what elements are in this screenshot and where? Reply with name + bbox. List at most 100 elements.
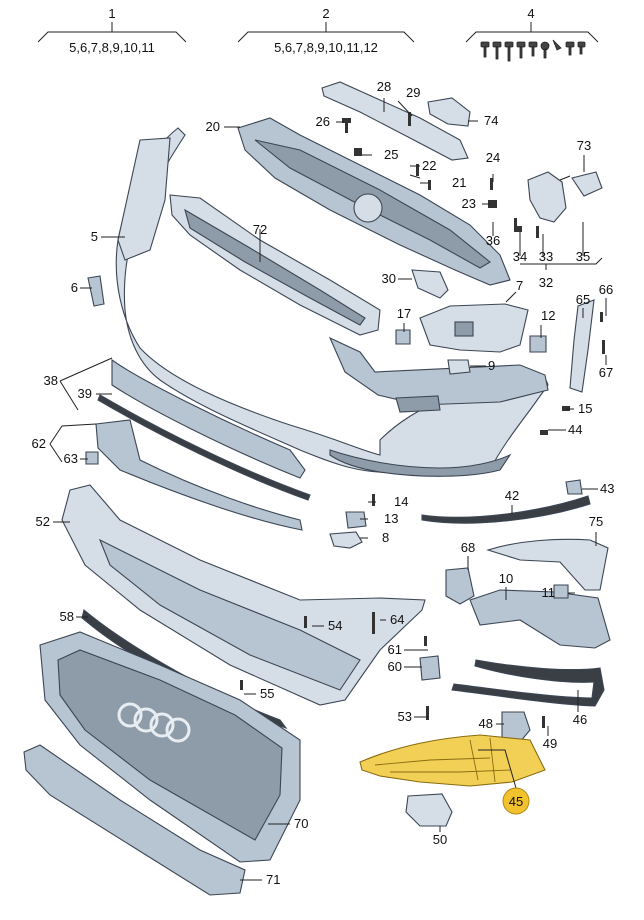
grille-10 [469,589,611,649]
label-45: 45 [509,794,523,809]
side-bracket-5 [117,137,171,261]
label-46: 46 [573,712,587,727]
clip-63 [85,451,99,465]
group-2-contents: 5,6,7,8,9,10,11,12 [274,40,378,55]
label-74: 74 [484,113,498,128]
label-63: 63 [64,451,78,466]
label-23: 23 [462,196,476,211]
label-8: 8 [382,530,389,545]
grille-carrier-20 [237,117,511,286]
label-34: 34 [513,249,527,264]
clip-6 [87,275,105,307]
label-22: 22 [422,158,436,173]
group-4-number: 4 [527,6,534,21]
label-21: 21 [452,175,466,190]
label-20: 20 [206,119,220,134]
underbody-panel-52 [61,484,426,706]
label-53: 53 [398,709,412,724]
label-73: 73 [577,138,591,153]
label-54: 54 [328,618,342,633]
label-71: 71 [266,872,280,887]
label-65: 65 [576,292,590,307]
label-70: 70 [294,816,308,831]
insert-75 [486,538,609,591]
bracket-65 [569,299,595,393]
label-61: 61 [388,642,402,657]
label-38: 38 [44,373,58,388]
label-64: 64 [390,612,404,627]
label-7: 7 [516,278,523,293]
label-6: 6 [71,280,78,295]
group-header-1: 1 5,6,7,8,9,10,11 [37,6,187,55]
brand-rings-icon [117,702,191,743]
highlighted-part-45 [359,734,546,787]
label-26: 26 [316,114,330,129]
label-50: 50 [433,832,447,847]
label-12: 12 [541,308,555,323]
part-labels: 5 6 7 8 9 10 11 12 13 14 15 17 20 21 22 … [32,79,615,887]
bracket-60 [419,655,441,681]
label-24: 24 [486,150,500,165]
label-48: 48 [479,716,493,731]
holder-13 [345,511,367,529]
clip-11 [553,584,569,599]
label-5: 5 [91,229,98,244]
label-49: 49 [543,736,557,751]
group-header-2: 2 5,6,7,8,9,10,11,12 [237,6,415,55]
group-header-4: 4 [465,6,599,62]
trim-46 [451,659,605,707]
label-60: 60 [388,659,402,674]
clip-17 [395,329,411,345]
trim-42 [421,495,591,524]
label-14: 14 [394,494,408,509]
label-39: 39 [78,386,92,401]
group-2-number: 2 [322,6,329,21]
inner-grille-72 [169,194,381,336]
strip-38 [111,358,306,479]
leader-lines [49,98,607,881]
bracket-68 [445,567,475,605]
trim-strip-28 [321,81,469,161]
label-67: 67 [599,365,613,380]
label-11: 11 [542,585,556,600]
label-17: 17 [397,306,411,321]
label-75: 75 [589,514,603,529]
label-15: 15 [578,401,592,416]
cap-8 [329,531,363,549]
holder-9 [447,359,471,375]
label-10: 10 [499,571,513,586]
label-72: 72 [253,222,267,237]
sensor-48 [501,711,531,743]
label-29: 29 [406,85,420,100]
cap-30 [411,269,449,299]
label-33: 33 [539,249,553,264]
label-32: 32 [539,275,553,290]
label-36: 36 [486,233,500,248]
label-44: 44 [568,422,582,437]
seal-58 [81,609,288,730]
label-25: 25 [384,147,398,162]
mount-bracket-32 [527,171,603,223]
label-30: 30 [382,271,396,286]
label-35: 35 [576,249,590,264]
label-68: 68 [461,540,475,555]
label-58: 58 [60,609,74,624]
spoiler-62 [95,419,303,531]
cover-74 [427,97,471,127]
label-13: 13 [384,511,398,526]
clip-12 [529,335,547,353]
bracket-7 [419,303,529,353]
clip-43 [565,479,583,495]
label-43: 43 [600,481,614,496]
label-28: 28 [377,79,391,94]
label-55: 55 [260,686,274,701]
front-grille-70 [39,631,301,863]
cover-50 [405,793,453,827]
lower-grille-71 [23,744,246,896]
trim-39 [97,394,311,501]
label-9: 9 [488,358,495,373]
highlight-badge-45: 45 [502,787,530,815]
label-52: 52 [36,514,50,529]
label-66: 66 [599,282,613,297]
